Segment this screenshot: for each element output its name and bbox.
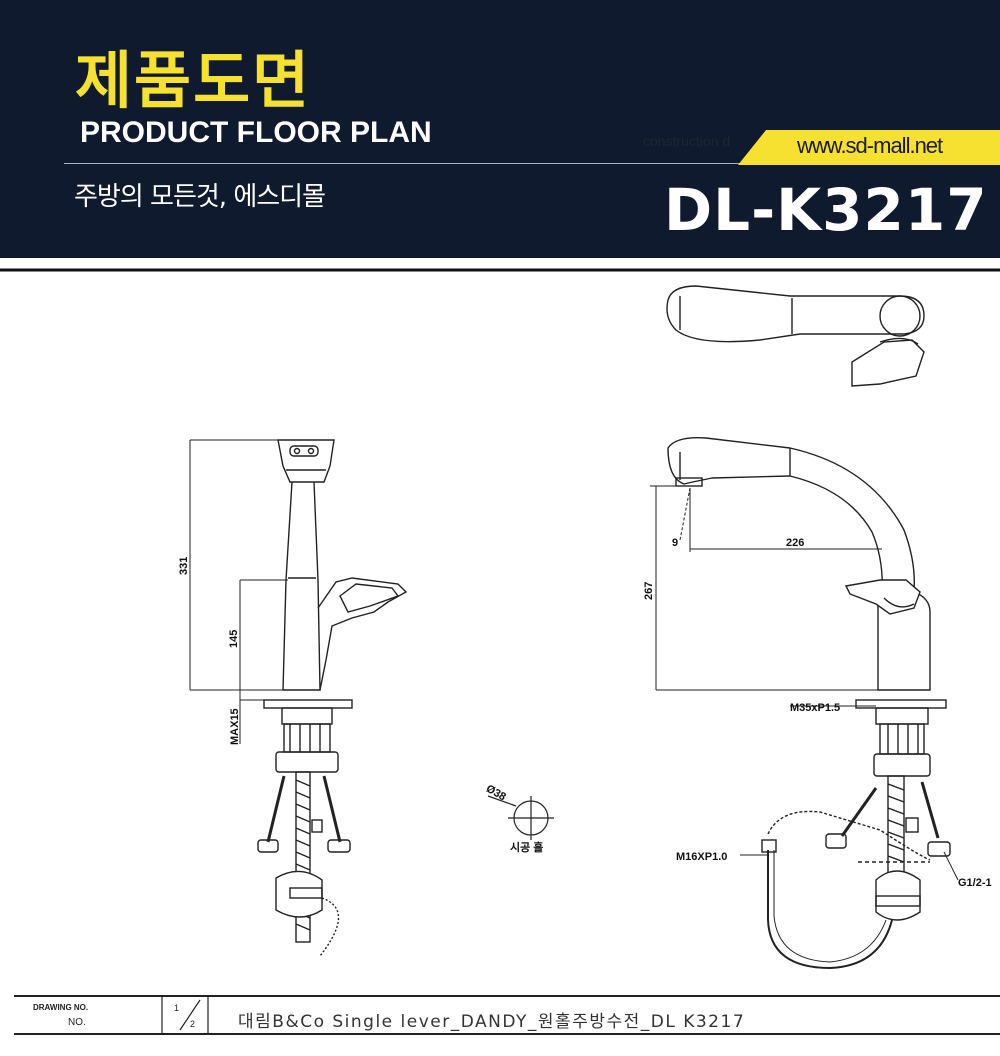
- thread-body-label: M35xP1.5: [790, 702, 840, 714]
- drawing-no-label: NO.: [68, 1017, 86, 1028]
- page-title-korean: 제품도면: [75, 44, 312, 117]
- dim-max-deck: MAX15: [229, 708, 241, 745]
- thread-hose-label: M16XP1.0: [676, 851, 727, 863]
- front-view: [257, 439, 408, 957]
- technical-drawing: 331 145 MAX15 Ø38 시공 홀: [0, 268, 1000, 1035]
- dim-height-lever: 145: [228, 630, 240, 648]
- hole-label: 시공 홀: [510, 840, 543, 854]
- model-number: DL-K3217: [664, 176, 988, 244]
- dim-reach: 226: [786, 537, 804, 549]
- dim-height-side: 267: [643, 582, 655, 600]
- side-view: [667, 437, 951, 970]
- construction-text: construction d: [643, 133, 731, 149]
- url-banner: [738, 130, 1000, 165]
- drawing-number-label: DRAWING NO.: [33, 1003, 89, 1012]
- thread-supply-label: G1/2-1: [958, 877, 992, 889]
- page-total: 2: [190, 1019, 196, 1029]
- store-url[interactable]: www.sd-mall.net: [797, 133, 943, 158]
- side-dimensions: [650, 485, 959, 881]
- top-view: [666, 285, 925, 387]
- drawing-description: 대림B&Co Single lever_DANDY_원홀주방수전_DL K321…: [238, 1012, 746, 1032]
- dim-aerator-offset: 9: [672, 537, 678, 549]
- header-divider: [64, 163, 1000, 164]
- hole-diameter-label: Ø38: [484, 783, 508, 804]
- page-current: 1: [174, 1003, 180, 1013]
- dim-height-total: 331: [178, 557, 190, 575]
- header-banner: 제품도면 PRODUCT FLOOR PLAN 주방의 모든것, 에스디몰 co…: [0, 0, 1000, 258]
- title-block-frame: [14, 995, 1000, 1035]
- store-slogan: 주방의 모든것, 에스디몰: [74, 182, 326, 212]
- page-title-english: PRODUCT FLOOR PLAN: [80, 116, 432, 149]
- front-dimensions: [189, 439, 288, 744]
- install-hole-diagram: [487, 795, 554, 840]
